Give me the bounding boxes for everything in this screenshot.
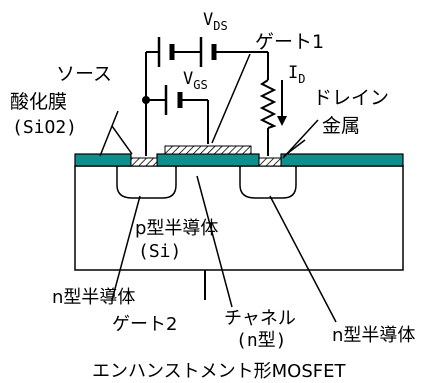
vgs-label: VGS [183,69,208,92]
oxide-material-label: (SiO2) [12,117,77,138]
drain-label: ドレイン [313,87,389,109]
oxide-label: 酸化膜 [10,91,67,113]
channel-type-label: (n型) [236,330,287,351]
source-metal-contact [130,157,158,167]
n-drain-label: n型半導体 [332,325,415,346]
p-substrate-label: p型半導体 [135,218,218,239]
n-source-label: n型半導体 [52,287,135,308]
vds-battery-symbol [157,37,217,67]
gate1-label: ゲート1 [255,31,324,53]
id-label: ID [288,63,305,86]
oxide-layer-left [74,153,132,167]
drain-current-arrow [277,80,287,126]
drain-metal-contact [258,157,282,167]
gate-metal-electrode [164,145,252,155]
vds-label: VDS [203,10,228,33]
diagram-caption: エンハンストメント形MOSFET [92,361,346,382]
gate2-label: ゲート2 [112,314,177,335]
vgs-battery-symbol [164,85,183,115]
channel-label: チャネル [224,308,296,329]
circuit-wiring [142,51,269,156]
p-substrate-body [74,165,404,271]
oxide-layer-right [280,153,404,167]
p-material-label: (Si) [138,241,181,262]
n-drain-region [239,166,297,199]
resistor-symbol [259,79,277,129]
n-source-region [116,166,177,199]
oxide-layer-center [156,153,260,167]
source-label: ソース [56,63,112,85]
leader-lines [99,53,337,323]
metal-label: 金属 [322,115,360,137]
